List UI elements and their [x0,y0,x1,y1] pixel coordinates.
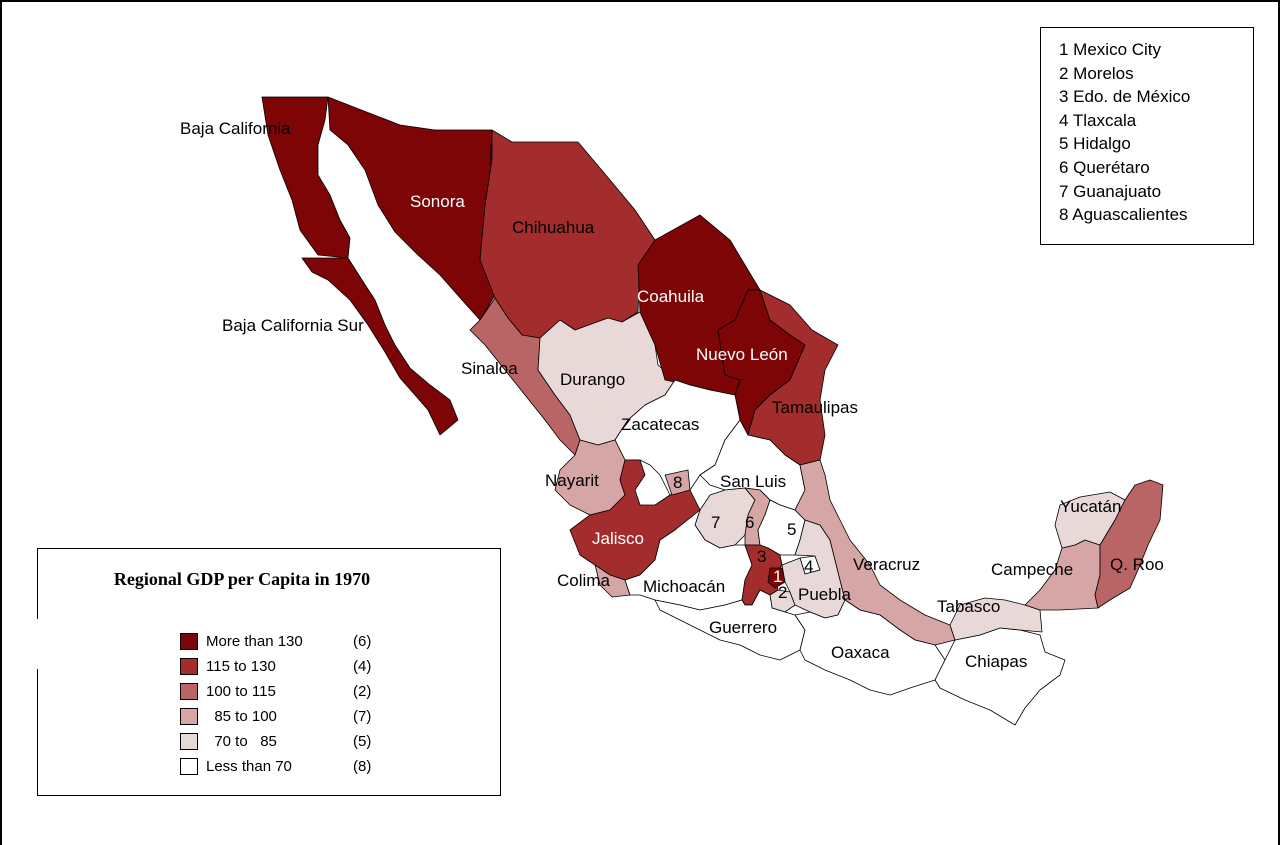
label-n2: 2 [778,583,787,602]
legend-label: 100 to 115 [206,683,276,700]
label-n3: 3 [757,547,766,566]
state-chiapas [934,627,1066,726]
label-tamaulipas: Tamaulipas [772,398,858,417]
label-campeche: Campeche [991,560,1073,579]
label-sinaloa: Sinaloa [461,359,518,378]
state-guerrero [654,589,806,661]
key-item: 8 Aguascalientes [1059,205,1188,225]
label-michoacan: Michoacán [643,577,725,596]
legend-swatch [180,683,198,700]
map-title: Regional GDP per Capita in 1970 [113,569,371,589]
key-item: 1 Mexico City [1059,40,1162,59]
legend-count: (5) [353,733,372,750]
label-puebla: Puebla [798,585,851,604]
label-nuevo-leon: Nuevo León [696,345,788,364]
label-baja-california-sur: Baja California Sur [222,316,364,335]
label-n7: 7 [711,513,720,532]
map-legend: Regional GDP per Capita in 1970 More tha… [36,548,501,796]
label-n1: 1 [773,567,782,586]
label-yucatan: Yucatán [1060,497,1121,516]
label-zacatecas: Zacatecas [621,415,699,434]
key-item: 6 Querétaro [1059,157,1150,177]
legend-count: (8) [353,758,372,775]
legend-count: (7) [353,708,372,725]
legend-label: 70 to 85 [206,733,277,750]
legend-swatch [180,658,198,675]
label-q-roo: Q. Roo [1110,555,1164,574]
legend-border-gap [36,619,40,669]
legend-count: (6) [353,633,372,650]
state-baja-california [261,96,351,259]
label-chihuahua: Chihuahua [512,218,595,237]
label-guerrero: Guerrero [709,618,777,637]
key-item: 7 Guanajuato [1059,181,1162,201]
label-jalisco: Jalisco [592,529,644,548]
small-state-key: 1 Mexico City 2 Morelos 3 Edo. de México… [1040,27,1254,245]
legend-label: More than 130 [206,633,303,650]
label-n5: 5 [787,520,796,539]
legend-swatch [180,708,198,725]
label-baja-california: Baja California [180,119,291,138]
state-tabasco [949,597,1043,641]
label-durango: Durango [560,370,625,389]
legend-swatch [180,633,198,650]
label-veracruz: Veracruz [853,555,920,574]
legend-count: (4) [353,658,372,675]
label-san-luis: San Luis [720,472,786,491]
legend-label: Less than 70 [206,758,292,775]
state-mexico-city [767,567,786,589]
state-baja-california-sur [301,257,459,436]
state-hidalgo [757,499,806,556]
label-colima: Colima [557,571,610,590]
legend-swatch [180,733,198,750]
label-oaxaca: Oaxaca [831,643,890,662]
key-item: 5 Hidalgo [1059,134,1131,154]
label-n4: 4 [804,557,813,576]
key-item: 2 Morelos [1059,63,1134,83]
legend-label: 85 to 100 [206,708,277,725]
key-item: 3 Edo. de México [1059,87,1191,107]
legend-count: (2) [353,683,372,700]
label-n6: 6 [745,513,754,532]
state-sonora [327,96,496,321]
state-aguascalientes [664,469,691,496]
label-tabasco: Tabasco [937,597,1000,616]
state-quintana-roo [1094,479,1164,609]
label-coahuila: Coahuila [637,287,705,306]
label-chiapas: Chiapas [965,652,1027,671]
label-sonora: Sonora [410,192,465,211]
label-n8: 8 [673,473,682,492]
legend-swatch [180,758,198,775]
legend-label: 115 to 130 [206,658,276,675]
label-nayarit: Nayarit [545,471,599,490]
key-item: 4 Tlaxcala [1059,110,1137,130]
